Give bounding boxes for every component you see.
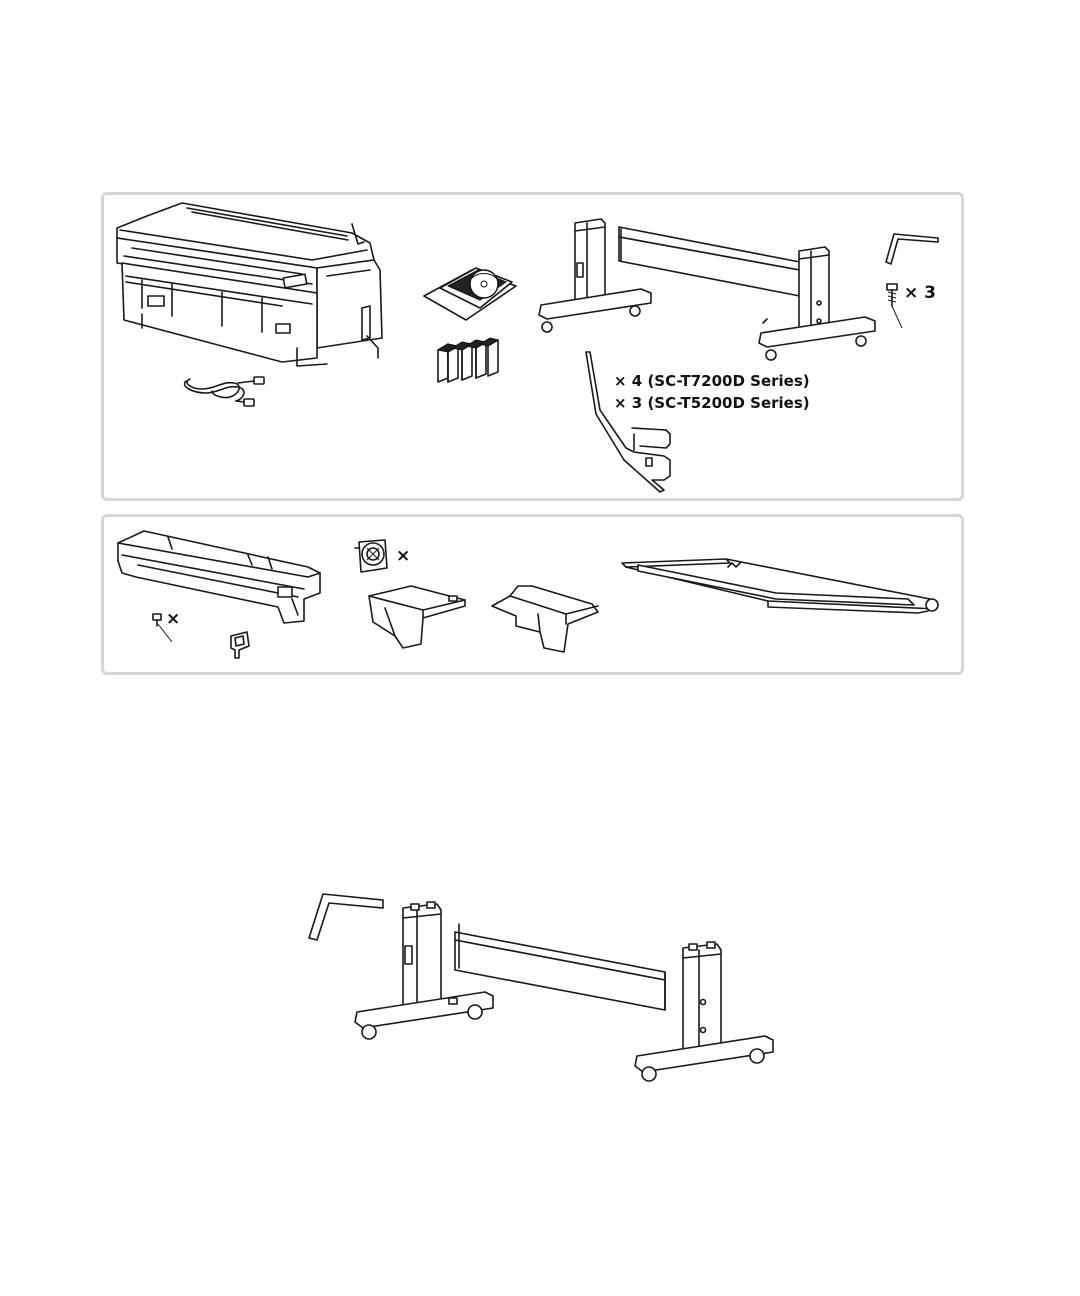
hex-wrench-icon xyxy=(880,226,942,266)
clamp-icon xyxy=(227,630,253,660)
basket-illustration xyxy=(618,555,943,620)
bracket-quantity-t7200d: × 4 (SC-T7200D Series) xyxy=(614,374,810,389)
roll-unit-illustration xyxy=(108,525,333,627)
screw-quantity: × 3 xyxy=(904,285,936,302)
left-holder-illustration xyxy=(365,582,470,652)
bracket-quantity-t5200d: × 3 (SC-T5200D Series) xyxy=(614,396,810,411)
right-holder-illustration xyxy=(488,582,603,654)
stand-large-illustration xyxy=(303,890,783,1086)
screw-icon xyxy=(884,280,906,330)
spindle-adapter-quantity: × xyxy=(396,548,410,565)
manuals-cd-illustration xyxy=(420,262,520,327)
printer-illustration xyxy=(112,198,412,373)
spindle-adapter-icon xyxy=(353,534,393,578)
power-cable-illustration xyxy=(182,373,272,409)
bracket-illustration xyxy=(580,348,680,493)
ink-cartridges-illustration xyxy=(434,338,502,384)
stand-assembly-illustration xyxy=(535,215,880,365)
small-screw-quantity: × xyxy=(166,611,180,628)
